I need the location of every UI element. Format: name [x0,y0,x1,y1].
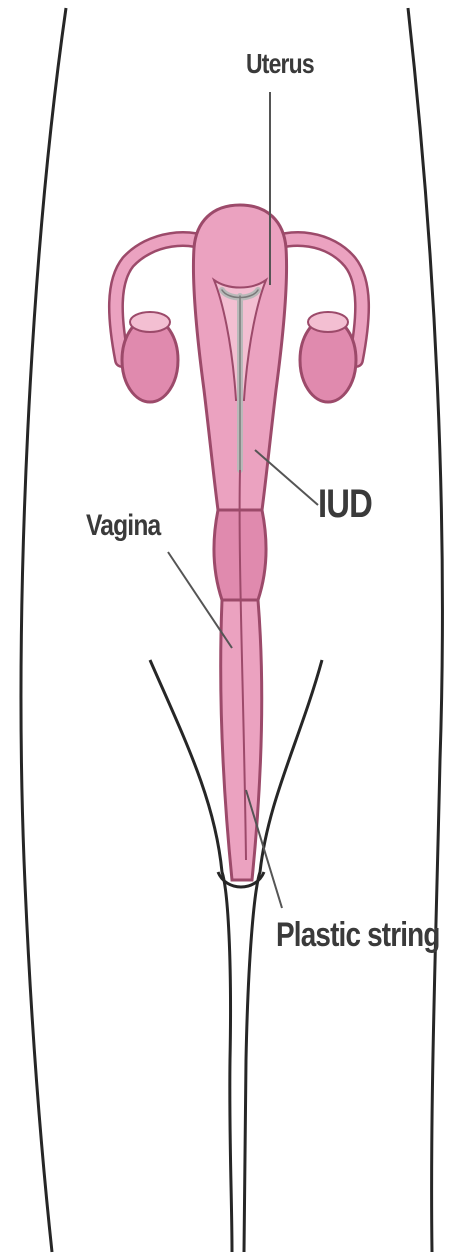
ovary-right-fold [308,312,348,332]
body-outline-right [408,8,442,1252]
ovary-left-fold [130,312,170,332]
plastic-string-label: Plastic string [276,916,440,955]
uterus-label: Uterus [246,48,314,80]
iud-label: IUD [318,482,372,527]
leg-outline-left [150,660,232,1252]
vagina-label: Vagina [86,509,160,543]
body-outline-left [21,8,66,1252]
